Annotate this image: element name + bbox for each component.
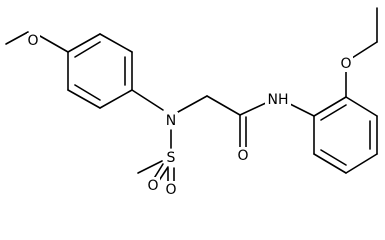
bond — [351, 41, 378, 59]
bond — [99, 89, 133, 109]
sulfonyl-oxygen-bottom-label: O — [165, 182, 176, 198]
bond — [67, 89, 101, 109]
bond — [74, 41, 101, 58]
amide-nh-label: NH — [268, 92, 289, 108]
sulfur-label: S — [167, 150, 176, 166]
atom-labels: O N S O O O NH O — [27, 33, 353, 198]
structure-diagram: O N S O O O NH O — [5, 7, 378, 198]
bond — [206, 95, 241, 116]
sulfonyl-oxygen-left-label: O — [147, 178, 158, 194]
bond — [39, 35, 69, 53]
bond — [289, 103, 315, 117]
bond — [177, 95, 208, 113]
bond — [131, 89, 164, 111]
bond — [99, 33, 133, 53]
bond — [320, 104, 347, 121]
bond-lines — [5, 7, 378, 184]
amine-nitrogen-label: N — [166, 113, 176, 129]
bond — [67, 33, 101, 53]
bond — [313, 96, 347, 117]
bond — [74, 84, 101, 101]
bond — [5, 31, 29, 45]
bond — [313, 153, 347, 174]
bond — [137, 160, 163, 174]
ether-oxygen-left-label: O — [27, 33, 38, 49]
bond — [345, 96, 378, 117]
carbonyl-oxygen-label: O — [237, 148, 248, 164]
bond — [239, 101, 269, 116]
ether-oxygen-right-label: O — [340, 56, 351, 72]
bond — [320, 149, 347, 166]
bond — [345, 153, 378, 174]
